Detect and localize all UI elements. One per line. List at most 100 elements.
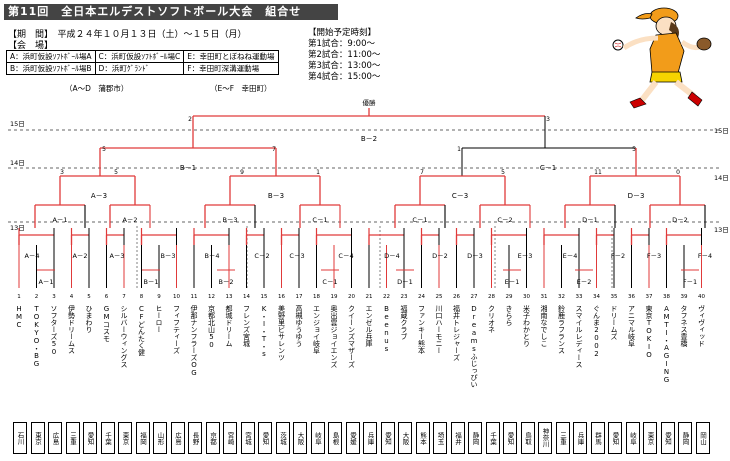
team-number: 12 (208, 294, 215, 300)
team-number: 33 (576, 294, 583, 300)
team-name: K・I・T・s (260, 305, 268, 358)
page-title: 第11回 全日本エルデストソフトボール大会 組合せ (4, 4, 338, 20)
game-label: C－1 (312, 216, 327, 224)
score-label: 1 (457, 146, 461, 153)
team-prefecture: 三重 (65, 422, 80, 454)
team-prefecture: 茨城 (275, 422, 290, 454)
game-label: B－3 (160, 252, 175, 260)
team-name: ひまわり (85, 305, 93, 333)
team-prefecture: 長野 (188, 422, 202, 454)
team-prefecture: 静岡 (678, 422, 692, 454)
game-label: D－1 (397, 278, 413, 286)
team-number: 13 (226, 294, 233, 300)
game-label: E－2 (577, 278, 592, 286)
game-label: C－3 (289, 252, 304, 260)
team-prefecture: 愛知 (83, 422, 97, 454)
schedule-item: 第3試合：13:00～ (308, 61, 381, 71)
game-label: C－4 (338, 252, 353, 260)
team-number: 39 (681, 294, 688, 300)
team-number: 3 (52, 294, 56, 300)
venue-label: 【会 場】 (8, 41, 54, 51)
game-label: E－4 (563, 252, 578, 260)
team-prefecture: 群馬 (590, 422, 605, 454)
team-number: 9 (157, 294, 161, 300)
team-number: 1 (17, 294, 21, 300)
team-name: 福井トレジャーズ (452, 305, 461, 361)
team-number: 2 (35, 294, 39, 300)
game-label: D－3 (467, 252, 483, 260)
team-name: ぐんま2002 (592, 305, 601, 358)
team-number: 20 (348, 294, 355, 300)
team-prefecture: 岐阜 (310, 422, 325, 454)
team-name: エンゼル兵庫 (365, 305, 373, 347)
team-prefecture: 静岡 (468, 422, 482, 454)
team-name: ヒーロー (155, 305, 163, 333)
city-note-kota: （E～F 幸田町） (210, 84, 272, 93)
venue-f: F：幸田町深溝運動場 (183, 62, 279, 75)
team-name: 美野里ビサレンツ (277, 305, 286, 361)
team-name: シルバーウィングス (120, 305, 128, 368)
team-number: 21 (366, 294, 373, 300)
team-prefecture: 島根 (328, 422, 342, 454)
day-label: 15日 (10, 120, 25, 128)
tournament-period: 【期 間】 平成２４年１０月１３日（土）～１５日（月） (8, 30, 247, 40)
game-label-c1: C－1 (540, 164, 556, 172)
day-label: 14日 (714, 174, 729, 182)
team-number: 19 (331, 294, 338, 300)
team-number: 4 (70, 294, 74, 300)
team-number: 23 (401, 294, 408, 300)
game-label-d3: D－3 (628, 192, 645, 200)
team-number: 18 (313, 294, 320, 300)
game-label: F－2 (611, 252, 625, 260)
game-label: E－1 (505, 278, 520, 286)
team-prefecture: 千葉 (100, 422, 115, 454)
score-label: 3 (60, 169, 64, 176)
team-name: 伊勢ドリームス (67, 305, 76, 354)
team-number: 31 (541, 294, 548, 300)
score-label: 0 (676, 169, 680, 176)
team-number: 30 (523, 294, 530, 300)
team-name: 京都北山50 (207, 305, 216, 349)
team-name: 東京TOKIO (645, 305, 653, 359)
team-prefecture: 岐阜 (625, 422, 640, 454)
team-prefecture: 愛知 (258, 422, 272, 454)
team-number: 32 (558, 294, 565, 300)
team-number: 7 (122, 294, 126, 300)
team-name: タフネス豊橋 (680, 305, 688, 347)
score-label: 2 (188, 116, 192, 123)
team-name: 川口ハーモニー (435, 305, 443, 354)
team-prefecture: 東京 (118, 422, 132, 454)
team-name: 都城ドリーム (225, 305, 233, 347)
team-name: 福蔵クラブ (400, 305, 408, 340)
game-label: C－2 (254, 252, 269, 260)
team-prefecture: 広島 (48, 422, 62, 454)
team-prefecture: 東京 (643, 422, 657, 454)
game-label: A－2 (122, 216, 137, 224)
team-name: エンジョイ岐阜 (312, 305, 321, 354)
team-prefecture: 愛媛 (345, 422, 360, 454)
game-label-b3: B－3 (268, 192, 284, 200)
team-name: Beenus (382, 305, 391, 353)
game-label: A－3 (109, 252, 124, 260)
team-prefecture: 埼玉 (433, 422, 447, 454)
team-prefecture: 愛知 (608, 422, 622, 454)
game-label: B－1 (143, 278, 158, 286)
team-prefecture: 大阪 (398, 422, 412, 454)
team-number: 25 (436, 294, 443, 300)
team-number: 5 (87, 294, 91, 300)
team-name: クリオネ (487, 305, 496, 333)
team-prefecture: 宮城 (240, 422, 255, 454)
team-prefecture: 愛知 (660, 422, 675, 454)
score-label: 1 (316, 169, 320, 176)
schedule-item: 第1試合：9:00～ (308, 39, 375, 49)
team-number: 16 (278, 294, 285, 300)
team-number: 27 (471, 294, 478, 300)
team-prefecture: 愛知 (380, 422, 395, 454)
team-name: TOKYO・BG (32, 305, 41, 368)
team-number: 29 (506, 294, 513, 300)
score-label: 7 (420, 169, 424, 176)
team-name: ドリームズ (610, 305, 618, 340)
team-name: クイーンズマザーズ (347, 305, 356, 368)
game-label: B－3 (222, 216, 237, 224)
